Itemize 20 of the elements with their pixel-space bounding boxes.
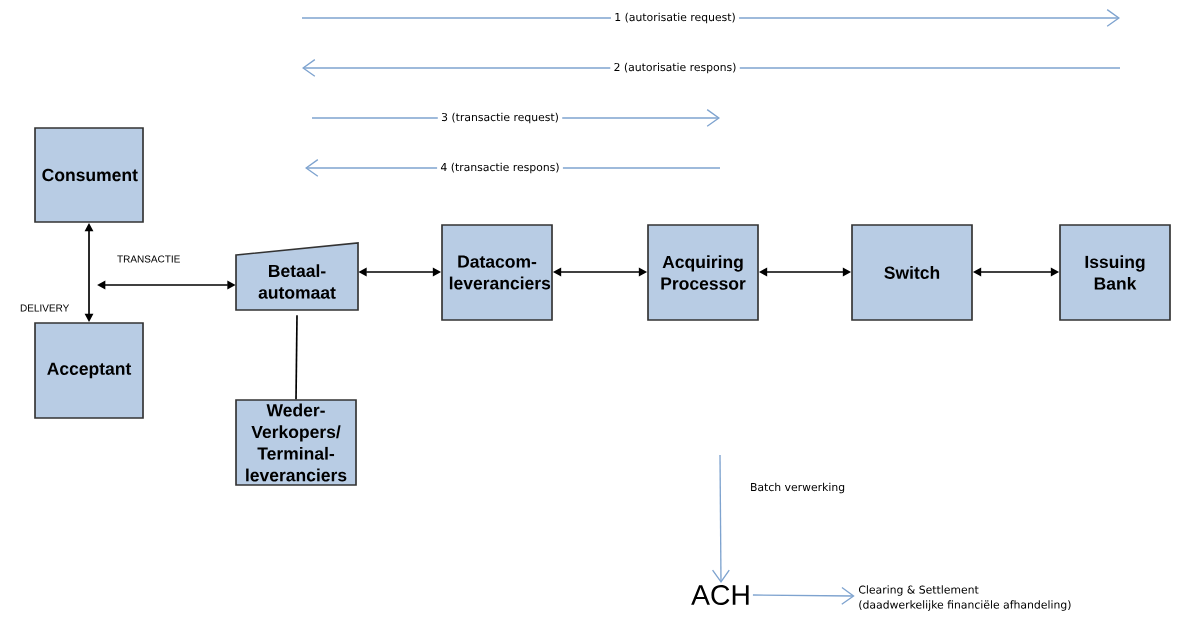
arrow-label: 2 (autorisatie respons) [610,59,740,77]
arrow [752,586,855,605]
edge-label: TRANSACTIE [115,253,182,265]
edge-label: Batch verwerking [748,481,847,495]
process-box: Acquiring Processor [647,224,759,321]
edge-label: DELIVERY [18,302,71,314]
arrow-label: 3 (transactie request) [437,109,563,127]
process-box: Issuing Bank [1059,224,1171,321]
arrow-label: 1 (autorisatie request) [610,9,740,27]
process-box: Weder- Verkopers/ Terminal- leveranciers [235,399,357,486]
connector [295,314,298,400]
arrow [711,454,730,583]
process-box: Datacom- leveranciers [441,224,553,321]
node-text: ACH [691,584,749,606]
node-text: (daadwerkelijke financiële afhandeling) [859,600,1071,611]
process-box: Consument [34,127,144,223]
arrow-label: 4 (transactie respons) [437,159,563,177]
process-box: Switch [851,224,973,321]
process-box: Acceptant [34,322,144,419]
node-text: Clearing & Settlement [858,585,979,596]
